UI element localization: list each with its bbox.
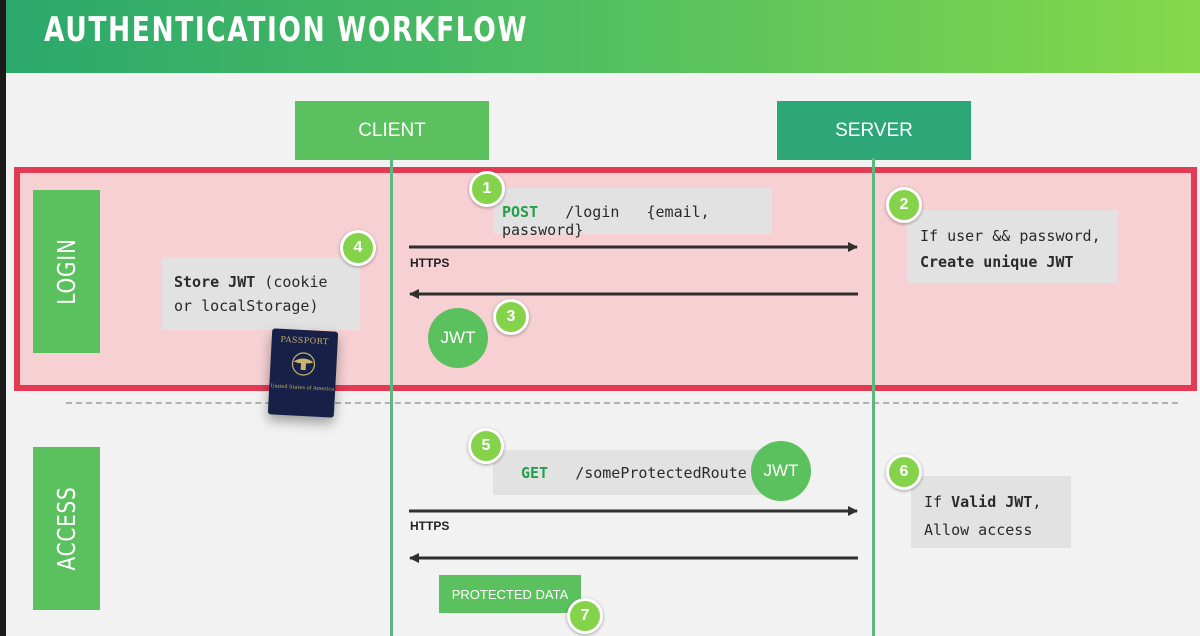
login-jwt-text: JWT [440, 328, 476, 347]
access-jwt-token: JWT [751, 441, 811, 501]
client-lifeline [390, 158, 393, 636]
login-request-note: POST /login {email, password} [493, 188, 772, 239]
step-badge-2: 2 [886, 187, 922, 223]
valid-jwt-line2: Allow access [924, 521, 1033, 539]
left-edge-strip [0, 0, 6, 636]
create-jwt-line2: Create unique JWT [920, 253, 1074, 271]
step-badge-3: 3 [493, 299, 529, 335]
store-jwt-rest1: (cookie [255, 273, 328, 291]
passport-country: United States of America [270, 383, 335, 393]
header-banner [0, 0, 1200, 73]
login-path: /login [565, 203, 620, 221]
client-label: CLIENT [358, 119, 426, 141]
server-actor: SERVER [777, 101, 971, 160]
access-request-note: GET /someProtectedRoute [493, 450, 767, 495]
client-actor: CLIENT [295, 101, 489, 160]
protected-data-text: PROTECTED DATA [451, 586, 569, 602]
login-jwt-token: JWT [428, 308, 488, 368]
passport-title: PASSPORT [280, 334, 330, 347]
login-https-label: HTTPS [410, 256, 450, 270]
login-phase-label: LOGIN [33, 190, 100, 353]
valid-jwt-note: If Valid JWT, Allow access [911, 476, 1071, 548]
access-path: /someProtectedRoute [575, 464, 747, 482]
step-badge-1: 1 [469, 171, 505, 207]
valid-jwt-bold: Valid JWT [951, 493, 1033, 511]
server-lifeline [872, 158, 875, 636]
store-jwt-note: Store JWT (cookie or localStorage) [162, 257, 360, 330]
access-method: GET [521, 464, 549, 482]
login-method: POST [502, 203, 539, 221]
valid-jwt-suffix: , [1032, 493, 1042, 511]
login-body: {email, password} [502, 203, 710, 239]
passport-image: PASSPORT United States of America [267, 328, 339, 418]
step-badge-7: 7 [567, 598, 603, 634]
create-jwt-note: If user && password, Create unique JWT [907, 210, 1118, 283]
create-jwt-line1: If user && password, [920, 227, 1101, 245]
access-phase-label: ACCESS [33, 447, 100, 610]
step-badge-4: 4 [340, 230, 376, 266]
access-https-label: HTTPS [410, 519, 450, 533]
phase-divider [66, 402, 1178, 404]
eagle-seal-icon [291, 352, 316, 376]
protected-data-box: PROTECTED DATA [439, 575, 581, 613]
store-jwt-rest2: or localStorage) [174, 297, 319, 315]
server-label: SERVER [835, 119, 913, 141]
access-jwt-text: JWT [763, 461, 799, 480]
step-badge-5: 5 [468, 428, 504, 464]
step-badge-6: 6 [886, 454, 922, 490]
page-title: AUTHENTICATION WORKFLOW [44, 10, 529, 50]
valid-jwt-prefix: If [924, 493, 952, 511]
store-jwt-bold: Store JWT [174, 273, 256, 291]
